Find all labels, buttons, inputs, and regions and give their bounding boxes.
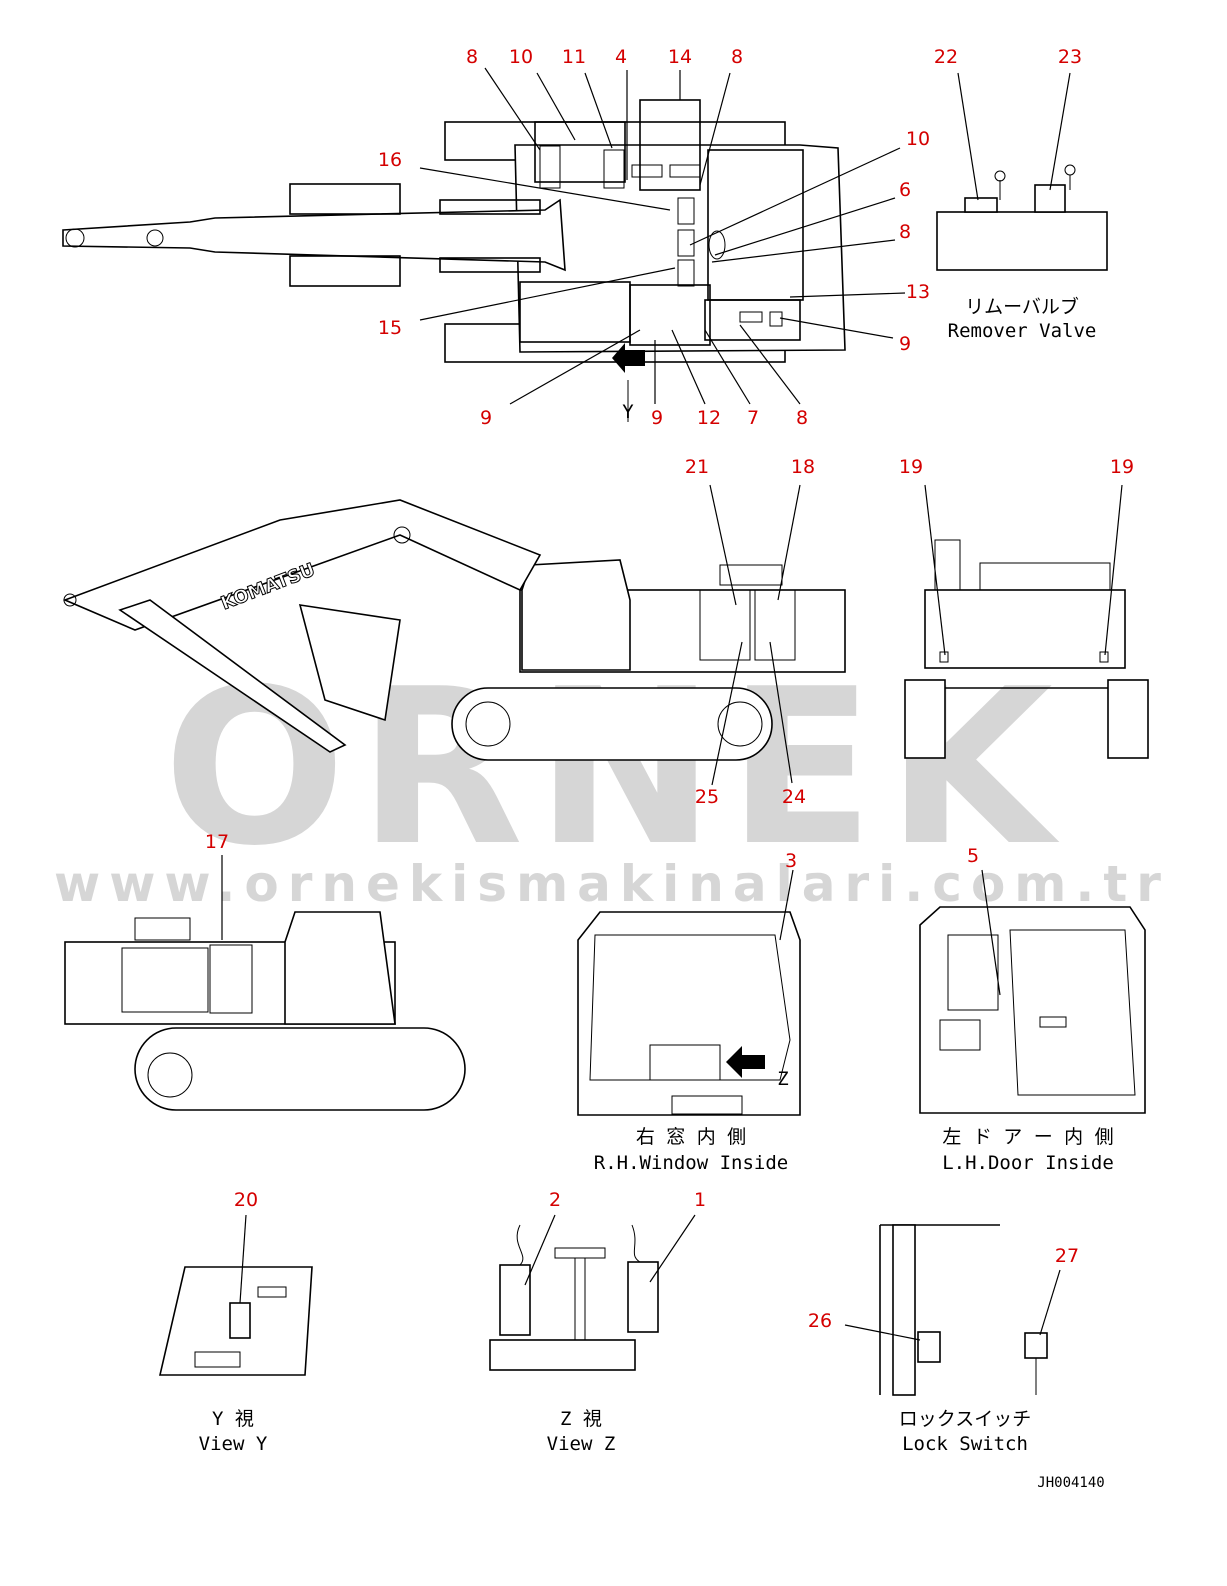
callout-18: 18 xyxy=(791,456,815,478)
rh-window-caption-en: R.H.Window Inside xyxy=(594,1152,788,1174)
lock-switch-caption-jp: ロックスイッチ xyxy=(899,1408,1031,1430)
lh-door-caption-jp: 左 ド ア ー 内 側 xyxy=(942,1126,1113,1148)
callout-19-right: 19 xyxy=(1110,456,1134,478)
right-side-view-drawing xyxy=(64,911,466,1111)
rear-view-drawing xyxy=(904,539,1149,759)
view-y-caption-jp: Y 視 xyxy=(212,1408,254,1430)
leader-lines xyxy=(221,67,1123,1341)
view-y-caption-en: View Y xyxy=(199,1433,268,1455)
callout-20: 20 xyxy=(234,1189,258,1211)
callout-8-top-right: 8 xyxy=(731,46,743,68)
callout-10-right: 10 xyxy=(906,128,930,150)
callout-21: 21 xyxy=(685,456,709,478)
callout-9-bottom-left: 9 xyxy=(480,407,492,429)
remover-valve-caption-en: Remover Valve xyxy=(948,320,1097,342)
drawing-code: JH004140 xyxy=(1037,1475,1104,1491)
callout-3: 3 xyxy=(785,850,797,872)
callout-9-right: 9 xyxy=(899,333,911,355)
remover-valve-drawing: リムーバルブ Remover Valve xyxy=(936,164,1108,342)
watermark-website: www.ornekismakinalari.com.tr xyxy=(54,855,1170,913)
callout-7: 7 xyxy=(747,407,759,429)
callout-23: 23 xyxy=(1058,46,1082,68)
view-y-drawing: Y 視 View Y xyxy=(158,1266,313,1455)
callout-numbers: 8 10 11 4 14 8 22 23 10 16 6 8 13 15 9 9… xyxy=(205,46,1134,1332)
callout-24: 24 xyxy=(782,786,806,808)
lh-door-drawing: 左 ド ア ー 内 側 L.H.Door Inside xyxy=(919,906,1146,1174)
callout-17: 17 xyxy=(205,831,229,853)
callout-1: 1 xyxy=(694,1189,706,1211)
callout-26: 26 xyxy=(808,1310,832,1332)
rh-window-z-letter: Z xyxy=(777,1068,788,1090)
callout-10-top: 10 xyxy=(509,46,533,68)
view-z-drawing: Z 視 View Z xyxy=(489,1224,659,1455)
callout-6: 6 xyxy=(899,179,911,201)
callout-8-right: 8 xyxy=(899,221,911,243)
callout-8-bottom: 8 xyxy=(796,407,808,429)
callout-22: 22 xyxy=(934,46,958,68)
callout-5: 5 xyxy=(967,845,979,867)
lh-door-caption-en: L.H.Door Inside xyxy=(942,1152,1114,1174)
callout-11: 11 xyxy=(562,46,586,68)
callout-12: 12 xyxy=(697,407,721,429)
view-z-caption-jp: Z 視 xyxy=(560,1408,602,1430)
callout-19-left: 19 xyxy=(899,456,923,478)
callout-8-top-left: 8 xyxy=(466,46,478,68)
lock-switch-drawing: ロックスイッチ Lock Switch xyxy=(879,1224,1048,1455)
callout-16: 16 xyxy=(378,149,402,171)
callout-2: 2 xyxy=(549,1189,561,1211)
top-view-drawing: Y xyxy=(62,99,846,423)
lock-switch-caption-en: Lock Switch xyxy=(902,1433,1028,1455)
callout-27: 27 xyxy=(1055,1245,1079,1267)
callout-14: 14 xyxy=(668,46,692,68)
view-z-caption-en: View Z xyxy=(547,1433,616,1455)
callout-9-bottom: 9 xyxy=(651,407,663,429)
callout-25: 25 xyxy=(695,786,719,808)
callout-15: 15 xyxy=(378,317,402,339)
remover-valve-caption-jp: リムーバルブ xyxy=(965,295,1079,318)
callout-4: 4 xyxy=(615,46,627,68)
rh-window-drawing: Z 右 窓 内 側 R.H.Window Inside xyxy=(577,911,801,1174)
callout-13: 13 xyxy=(906,281,930,303)
rh-window-caption-jp: 右 窓 内 側 xyxy=(636,1126,746,1148)
